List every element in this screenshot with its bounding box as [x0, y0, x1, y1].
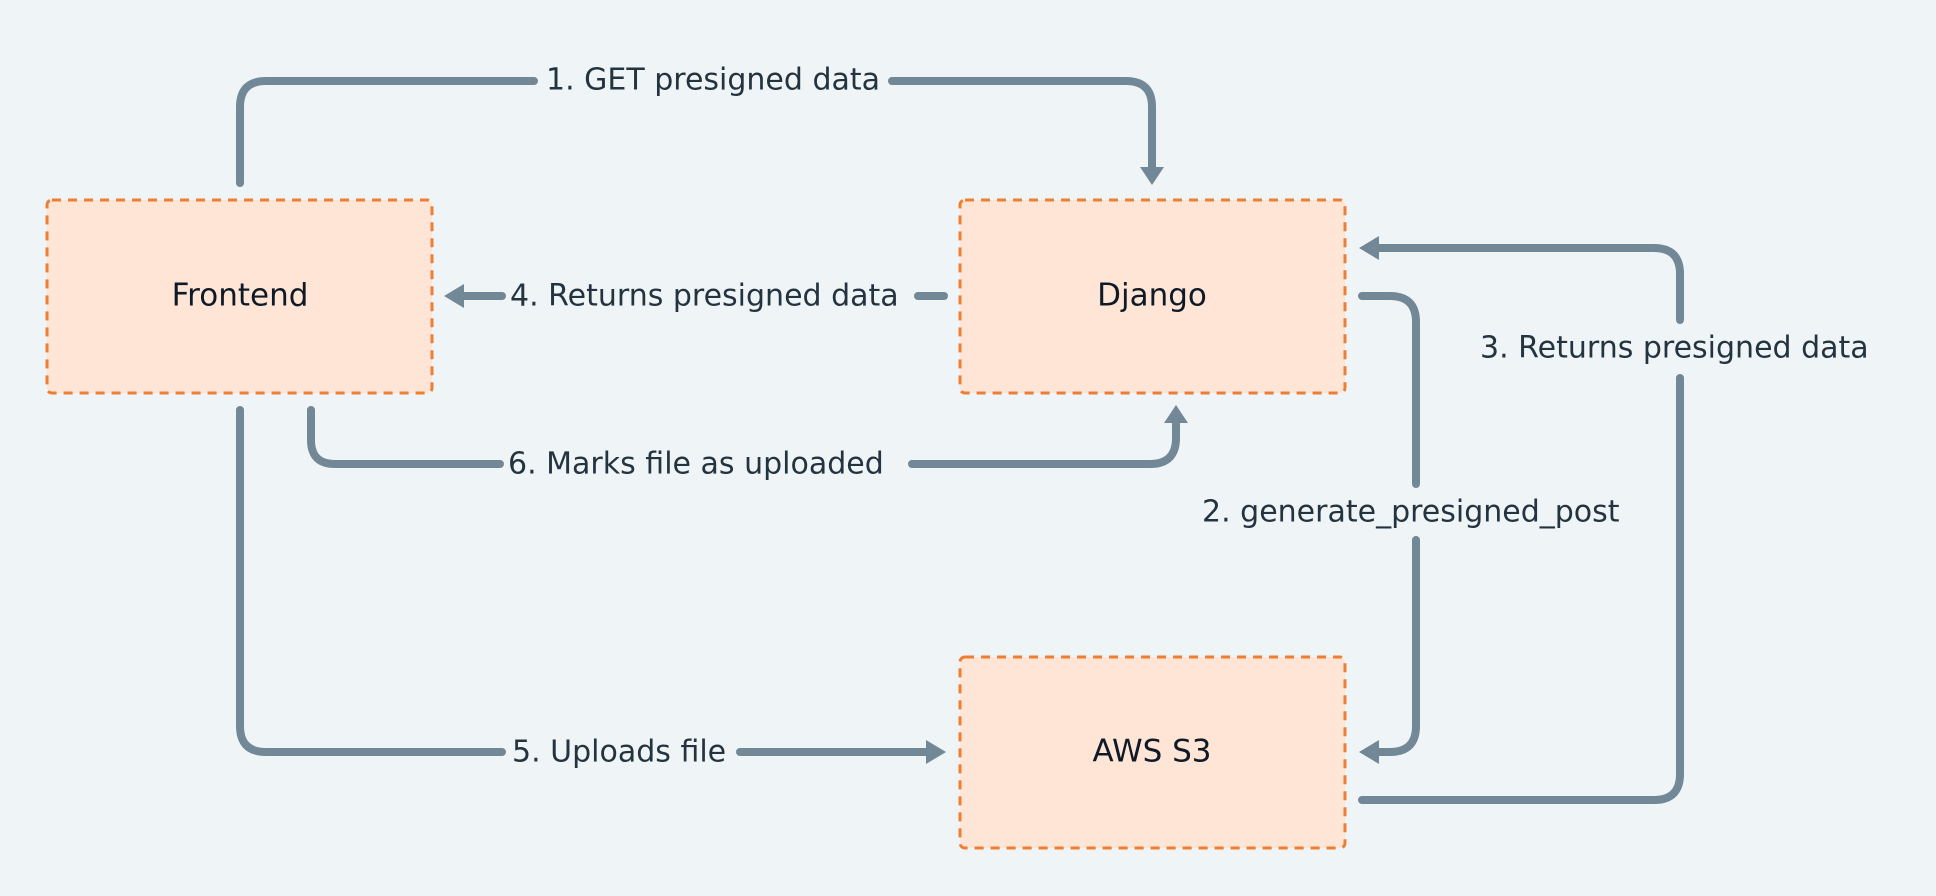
edge-step1: 1. GET presigned data — [236, 63, 1164, 187]
edge-step5-arrowhead — [926, 740, 946, 764]
edge-step4-label: 4. Returns presigned data — [510, 279, 899, 314]
edge-step4: 4. Returns presigned data — [444, 279, 948, 314]
node-frontend-label: Frontend — [172, 278, 309, 314]
edge-step2-line-a — [1358, 292, 1420, 488]
node-s3: AWS S3 — [958, 655, 1347, 850]
node-django: Django — [958, 198, 1347, 395]
node-frontend: Frontend — [45, 198, 434, 395]
node-s3-label: AWS S3 — [1092, 734, 1211, 770]
edge-step1-label: 1. GET presigned data — [546, 63, 880, 98]
edge-step2-line-b — [1373, 536, 1420, 756]
edge-step3-label: 3. Returns presigned data — [1480, 331, 1869, 366]
node-frontend-box — [45, 198, 434, 395]
node-django-box — [958, 198, 1347, 395]
edge-step5: 5. Uploads file — [236, 406, 946, 770]
edge-step6: 6. Marks file as uploaded — [307, 405, 1188, 482]
edge-step1-line-b — [888, 77, 1156, 171]
edge-step3-arrowhead — [1359, 236, 1379, 260]
edge-step5-label: 5. Uploads file — [512, 735, 726, 770]
node-s3-box — [958, 655, 1347, 850]
edge-step1-line-a — [236, 77, 538, 187]
edge-step6-arrowhead — [1164, 405, 1188, 423]
edge-step3-line-b — [1373, 244, 1684, 324]
edge-step5-line-a — [236, 406, 506, 756]
edge-step3: 3. Returns presigned data — [1358, 236, 1869, 804]
node-django-label: Django — [1097, 278, 1207, 314]
edge-step2: 2. generate_presigned_post — [1202, 292, 1620, 764]
edge-step6-line-b — [908, 418, 1180, 468]
edge-step1-arrowhead — [1140, 167, 1164, 185]
edge-step2-arrowhead — [1359, 740, 1379, 764]
edge-step4-arrowhead — [444, 284, 464, 308]
edge-step6-label: 6. Marks file as uploaded — [508, 447, 884, 482]
edge-step3-line-a — [1358, 374, 1684, 804]
edge-step6-line-a — [307, 406, 504, 468]
edge-step2-label: 2. generate_presigned_post — [1202, 495, 1620, 530]
